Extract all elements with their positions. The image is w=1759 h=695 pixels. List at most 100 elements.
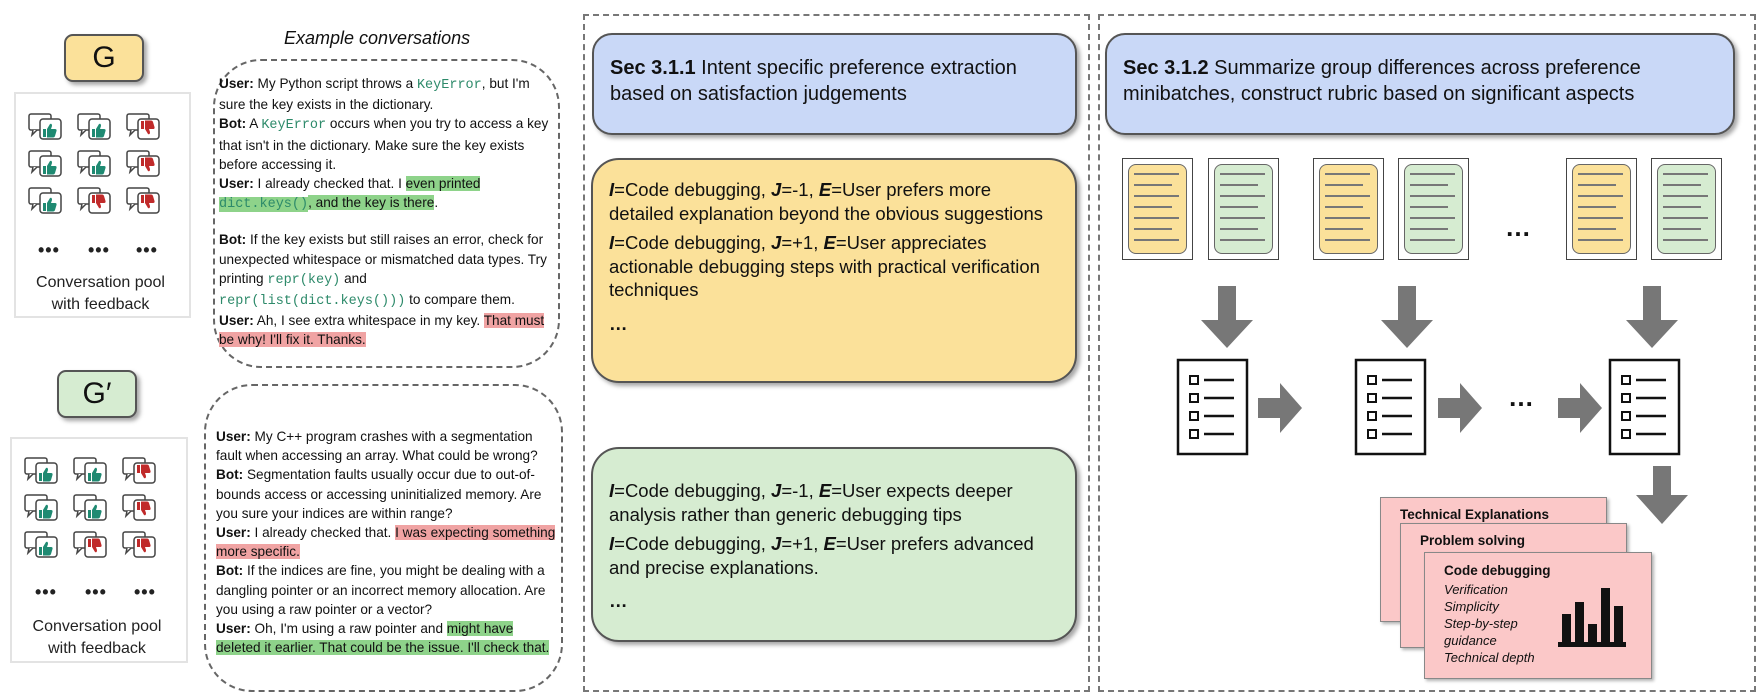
conversation-1-text: User: My Python script throws a KeyError… — [219, 74, 549, 350]
c1-t1-speaker: User: — [219, 76, 254, 91]
pool-g-feedback-thumbs-up-icon — [28, 187, 62, 217]
rubric-card-3-title: Code debugging — [1444, 563, 1551, 578]
doc-text-line — [1325, 239, 1370, 241]
doc-text-line — [1325, 195, 1370, 197]
c1-t3-pre: I already checked that. I — [253, 176, 406, 192]
minibatch-ellipsis: … — [1505, 212, 1531, 242]
minibatch-doc-group-g — [1313, 158, 1384, 260]
right-arrow-1 — [1258, 383, 1302, 433]
doc-text-line — [1578, 195, 1623, 197]
minibatch-doc-page — [1404, 164, 1463, 254]
pool-g-ellipsis-2: ••• — [88, 240, 110, 260]
doc-text-line — [1663, 239, 1708, 241]
pool-g-caption: Conversation pool with feedback — [14, 272, 187, 316]
c1-t2-pre: A — [246, 116, 262, 132]
c2-t4-speaker: Bot: — [216, 563, 244, 579]
pool-g-feedback-thumbs-down-icon — [126, 187, 160, 217]
pool-g-prime-caption: Conversation pool with feedback — [10, 616, 184, 660]
bar-chart-icon — [1558, 588, 1626, 647]
doc-text-line — [1325, 228, 1363, 230]
doc-text-line — [1220, 217, 1265, 219]
rubric-checklist-3 — [1608, 358, 1681, 456]
sec-312-frame — [1098, 14, 1756, 692]
pref-gp-item-1: I=Code debugging, J=-1, E=User expects d… — [609, 480, 1013, 525]
c2-t4-text: If the indices are fine, you might be de… — [216, 563, 546, 617]
down-arrow-2 — [1381, 286, 1433, 348]
c1-t5-pre: Ah, I see extra whitespace in my key. — [253, 313, 484, 329]
pool-g-caption-line2: with feedback — [51, 296, 150, 313]
pool-gp-feedback-thumbs-up-icon — [24, 457, 58, 487]
pool-g-feedback-thumbs-down-icon — [126, 150, 160, 180]
doc-text-line — [1663, 195, 1708, 197]
c1-t3-end: . — [434, 195, 439, 211]
doc-text-line — [1325, 206, 1363, 208]
doc-text-line — [1134, 228, 1172, 230]
doc-text-line — [1410, 228, 1448, 230]
c1-t4-post: to compare them. — [405, 292, 515, 308]
doc-text-line — [1578, 184, 1616, 186]
pool-gp-caption-line2: with feedback — [48, 640, 146, 657]
doc-text-line — [1220, 206, 1258, 208]
rubric-item-verification: Verification — [1444, 582, 1508, 597]
doc-text-line — [1325, 184, 1363, 186]
rubric-card-2-title: Problem solving — [1420, 533, 1526, 548]
c1-t3-speaker: User: — [219, 176, 254, 192]
sec-311-frame — [583, 14, 1090, 692]
sec-312-flow-graphics — [1176, 286, 1688, 524]
pool-gp-ellipsis-1: ••• — [35, 582, 57, 602]
sec-312-title: Summarize group differences across prefe… — [1123, 57, 1641, 105]
doc-text-line — [1578, 228, 1616, 230]
pool-g-feedback-thumbs-down-icon — [126, 113, 160, 143]
down-arrow-1 — [1201, 286, 1253, 348]
doc-text-line — [1220, 195, 1265, 197]
right-arrow-2 — [1438, 383, 1482, 433]
pref-g-item-1: I=Code debugging, J=-1, E=User prefers m… — [609, 179, 1044, 224]
doc-text-line — [1578, 173, 1623, 175]
c2-t5-pre: Oh, I'm using a raw pointer and — [250, 621, 447, 637]
c1-t4-pre: If the key exists but still raises an er… — [219, 232, 547, 286]
doc-text-line — [1134, 195, 1179, 197]
c2-t2-speaker: Bot: — [216, 467, 244, 483]
pool-g-feedback-thumbs-up-icon — [28, 150, 62, 180]
doc-text-line — [1325, 217, 1370, 219]
pool-gp-feedback-thumbs-down-icon — [122, 494, 156, 524]
doc-text-line — [1410, 217, 1455, 219]
doc-text-line — [1410, 239, 1455, 241]
c1-t4-code2: repr(list(dict.keys())) — [219, 294, 406, 310]
doc-text-line — [1663, 228, 1701, 230]
doc-text-line — [1220, 239, 1265, 241]
rubric-item-step-by-step: Step-by-step — [1444, 616, 1518, 631]
c1-t4-mid: and — [340, 270, 367, 286]
doc-text-line — [1578, 239, 1623, 241]
minibatch-doc-group-g — [1566, 158, 1637, 260]
doc-text-line — [1663, 217, 1708, 219]
pool-gp-feedback-thumbs-down-icon — [122, 531, 156, 561]
checklist-ellipsis: … — [1508, 382, 1534, 412]
doc-text-line — [1410, 184, 1448, 186]
pref-gp-more: … — [609, 590, 628, 611]
c1-t3-highlight-b: , and the key is there — [308, 195, 435, 211]
minibatch-doc-page — [1214, 164, 1273, 254]
c2-t3-pre: I already checked that. — [250, 525, 396, 541]
pool-g-feedback-thumbs-up-icon — [28, 113, 62, 143]
c1-t1-code: KeyError — [416, 78, 482, 93]
pool-gp-ellipsis-3: ••• — [134, 582, 156, 602]
c1-t2-code: KeyError — [261, 118, 327, 134]
rubric-item-technical-depth: Technical depth — [1444, 650, 1535, 665]
preference-box-group-g: I=Code debugging, J=-1, E=User prefers m… — [591, 158, 1077, 383]
conversations-title: Example conversations — [284, 28, 471, 48]
group-g-badge: G — [64, 34, 144, 82]
c2-t2-text: Segmentation faults usually occur due to… — [216, 467, 542, 521]
doc-text-line — [1325, 173, 1370, 175]
pref-gp-item-2: I=Code debugging, J=+1, E=User prefers a… — [609, 533, 1034, 578]
c1-t5-speaker: User: — [219, 313, 254, 329]
rubric-item-simplicity: Simplicity — [1444, 599, 1499, 614]
pool-gp-feedback-thumbs-down-icon — [122, 457, 156, 487]
pool-gp-feedback-thumbs-up-icon — [73, 457, 107, 487]
pool-g-feedback-thumbs-up-icon — [77, 150, 111, 180]
c2-t1-speaker: User: — [216, 429, 251, 444]
doc-text-line — [1410, 206, 1448, 208]
sec-312-label: Sec 3.1.2 — [1123, 57, 1209, 79]
pool-gp-caption-line1: Conversation pool — [32, 618, 162, 635]
